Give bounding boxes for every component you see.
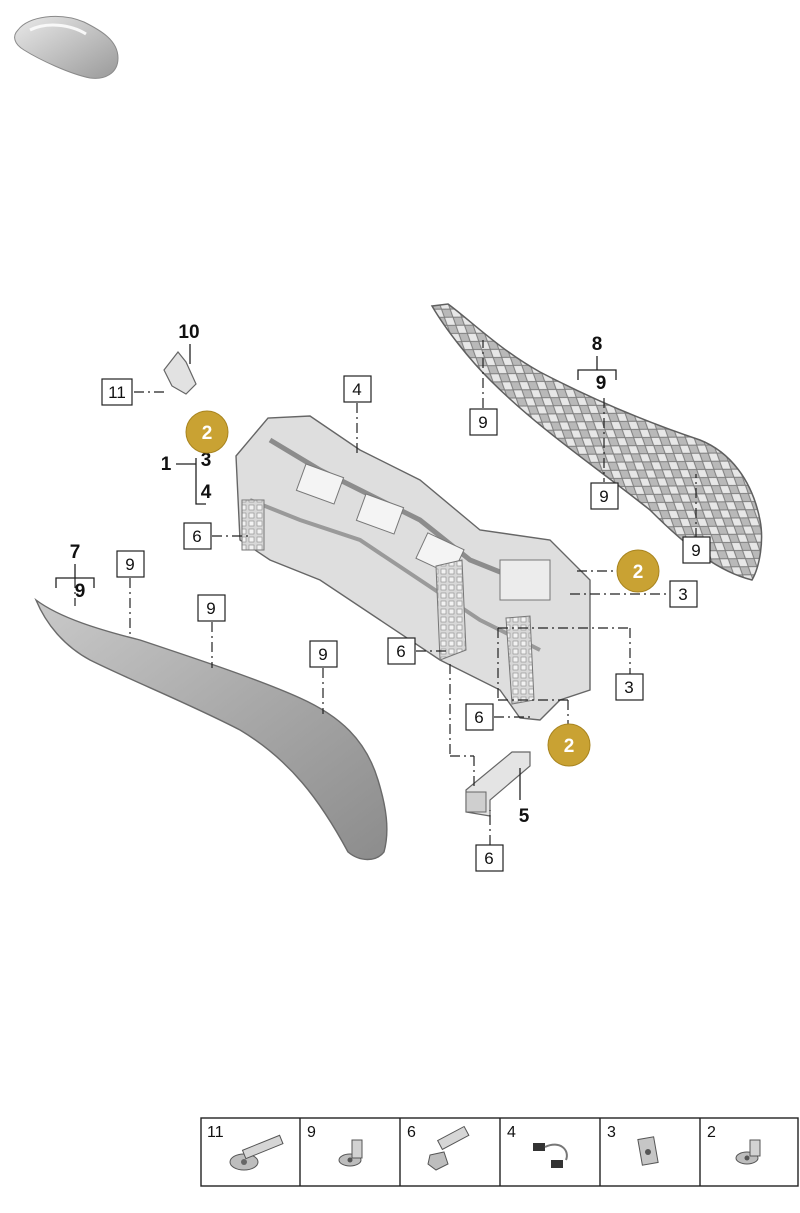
svg-text:9: 9 bbox=[318, 645, 327, 664]
callout-bold[interactable]: 3 bbox=[201, 450, 212, 471]
clip-rivet-icon bbox=[229, 1134, 284, 1171]
svg-text:6: 6 bbox=[192, 527, 201, 546]
legend-cell[interactable]: 6 bbox=[407, 1124, 470, 1171]
callout-badge[interactable]: 2 bbox=[547, 723, 591, 767]
svg-text:6: 6 bbox=[484, 849, 493, 868]
cable-harness-icon bbox=[533, 1143, 568, 1168]
callout-box[interactable]: 3 bbox=[615, 673, 644, 701]
callout-box[interactable]: 6 bbox=[183, 522, 212, 550]
callout-box[interactable]: 9 bbox=[197, 594, 226, 622]
svg-text:3: 3 bbox=[624, 678, 633, 697]
callout-badge[interactable]: 2 bbox=[185, 410, 229, 454]
svg-text:3: 3 bbox=[607, 1124, 616, 1141]
svg-text:9: 9 bbox=[125, 555, 134, 574]
center-console-frame[interactable] bbox=[235, 415, 591, 721]
callout-badge[interactable]: 2 bbox=[616, 549, 660, 593]
svg-text:2: 2 bbox=[202, 423, 213, 444]
side-trim-panel[interactable] bbox=[34, 597, 388, 861]
svg-text:2: 2 bbox=[707, 1124, 716, 1141]
svg-text:4: 4 bbox=[507, 1124, 516, 1141]
callout-bold[interactable]: 8 bbox=[592, 334, 603, 355]
svg-text:2: 2 bbox=[564, 736, 575, 757]
callout-box[interactable]: 6 bbox=[387, 637, 416, 665]
callout-bold[interactable]: 7 bbox=[70, 542, 81, 563]
fastener-legend: 11 9 6 4 bbox=[200, 1117, 799, 1187]
small-bracket-part[interactable] bbox=[163, 351, 197, 395]
callout-box[interactable]: 4 bbox=[343, 375, 372, 403]
callout-box[interactable]: 9 bbox=[309, 640, 338, 668]
legend-cell[interactable]: 4 bbox=[507, 1124, 568, 1168]
callout-box[interactable]: 11 bbox=[101, 378, 133, 406]
svg-text:9: 9 bbox=[691, 541, 700, 560]
callout-box[interactable]: 9 bbox=[116, 550, 145, 578]
callout-box[interactable]: 9 bbox=[469, 408, 498, 436]
callout-bold[interactable]: 9 bbox=[75, 581, 86, 602]
legend-cell[interactable]: 3 bbox=[607, 1124, 659, 1166]
vehicle-thumbnail-icon bbox=[14, 16, 119, 79]
svg-text:9: 9 bbox=[478, 413, 487, 432]
callout-bold[interactable]: 5 bbox=[519, 806, 530, 827]
push-clip-icon bbox=[735, 1139, 761, 1165]
expansion-rivet-icon bbox=[338, 1139, 363, 1167]
callout-box[interactable]: 9 bbox=[682, 536, 711, 564]
legend-cell[interactable]: 2 bbox=[707, 1124, 761, 1165]
svg-text:3: 3 bbox=[678, 585, 687, 604]
mounting-bracket-part[interactable] bbox=[465, 751, 531, 817]
callout-bold[interactable]: 1 bbox=[161, 454, 172, 475]
leader-lines bbox=[55, 340, 697, 845]
clip-nut-icon bbox=[637, 1136, 659, 1166]
svg-text:4: 4 bbox=[352, 380, 361, 399]
callout-box[interactable]: 6 bbox=[465, 703, 494, 731]
upper-mesh-trim-panel[interactable] bbox=[430, 303, 763, 581]
callout-bold[interactable]: 10 bbox=[178, 322, 199, 343]
svg-text:2: 2 bbox=[633, 562, 644, 583]
legend-cell[interactable]: 9 bbox=[307, 1124, 363, 1167]
legend-cell[interactable]: 11 bbox=[207, 1124, 284, 1171]
svg-text:9: 9 bbox=[307, 1124, 316, 1141]
callout-bold[interactable]: 4 bbox=[201, 482, 212, 503]
bolt-icon bbox=[427, 1125, 470, 1171]
svg-text:6: 6 bbox=[396, 642, 405, 661]
svg-text:9: 9 bbox=[206, 599, 215, 618]
svg-text:9: 9 bbox=[599, 487, 608, 506]
svg-text:6: 6 bbox=[474, 708, 483, 727]
svg-text:11: 11 bbox=[207, 1124, 224, 1141]
svg-text:6: 6 bbox=[407, 1124, 416, 1141]
callout-box[interactable]: 6 bbox=[475, 844, 504, 872]
callout-box[interactable]: 9 bbox=[590, 482, 619, 510]
svg-text:11: 11 bbox=[108, 383, 126, 402]
callout-box[interactable]: 3 bbox=[669, 580, 698, 608]
callout-bold[interactable]: 9 bbox=[596, 373, 607, 394]
